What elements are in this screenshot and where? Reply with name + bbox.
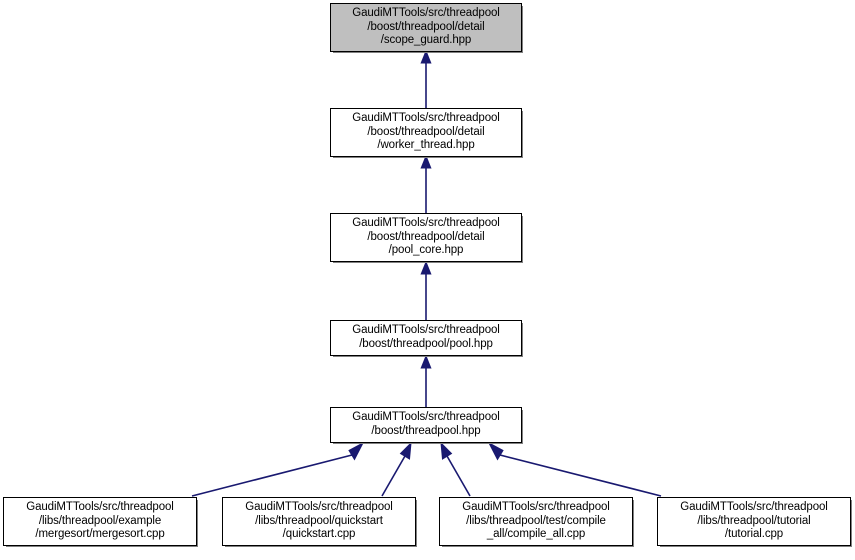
edge-compile-all-to-threadpool xyxy=(440,441,471,497)
edge-pool-core-to-worker-thread xyxy=(420,154,432,213)
edge-mergesort-to-threadpool xyxy=(191,441,365,497)
node-line: GaudiMTTools/src/threadpool xyxy=(352,324,500,337)
graph-node-scope-guard-hpp[interactable]: GaudiMTTools/src/threadpool /boost/threa… xyxy=(330,3,523,53)
node-line: GaudiMTTools/src/threadpool xyxy=(26,501,174,514)
node-line: /quickstart.cpp xyxy=(282,528,356,541)
edge-worker-thread-to-scope-guard xyxy=(420,49,432,108)
node-line: /boost/threadpool/detail xyxy=(367,125,485,138)
node-line: GaudiMTTools/src/threadpool xyxy=(680,501,828,514)
node-line: /worker_thread.hpp xyxy=(377,139,475,152)
node-line: GaudiMTTools/src/threadpool xyxy=(352,7,500,20)
graph-node-compile-all-cpp[interactable]: GaudiMTTools/src/threadpool /libs/thread… xyxy=(439,497,634,547)
node-line: /boost/threadpool/detail xyxy=(367,230,485,243)
node-line: GaudiMTTools/src/threadpool xyxy=(352,411,500,424)
node-line: _all/compile_all.cpp xyxy=(486,528,586,541)
graph-node-worker-thread-hpp[interactable]: GaudiMTTools/src/threadpool /boost/threa… xyxy=(330,108,523,158)
edge-tutorial-to-threadpool xyxy=(487,441,662,497)
node-line: /boost/threadpool/pool.hpp xyxy=(359,338,493,350)
graph-node-threadpool-hpp[interactable]: GaudiMTTools/src/threadpool /boost/threa… xyxy=(330,407,523,444)
node-line: /libs/threadpool/quickstart xyxy=(255,514,383,527)
node-line: /libs/threadpool/test/compile xyxy=(466,514,606,527)
node-line: GaudiMTTools/src/threadpool xyxy=(352,112,500,125)
node-line: /boost/threadpool/detail xyxy=(367,20,485,33)
graph-node-pool-hpp[interactable]: GaudiMTTools/src/threadpool /boost/threa… xyxy=(330,320,523,357)
node-line: GaudiMTTools/src/threadpool xyxy=(462,501,610,514)
graph-node-quickstart-cpp[interactable]: GaudiMTTools/src/threadpool /libs/thread… xyxy=(222,497,417,547)
node-line: GaudiMTTools/src/threadpool xyxy=(352,217,500,230)
node-line: /libs/threadpool/example xyxy=(38,514,162,527)
edge-quickstart-to-threadpool xyxy=(381,441,412,497)
edge-threadpool-to-pool xyxy=(420,354,432,407)
graph-node-tutorial-cpp[interactable]: GaudiMTTools/src/threadpool /libs/thread… xyxy=(657,497,852,547)
graph-node-pool-core-hpp[interactable]: GaudiMTTools/src/threadpool /boost/threa… xyxy=(330,213,523,263)
node-line: /pool_core.hpp xyxy=(388,244,464,257)
node-line: /tutorial.cpp xyxy=(724,528,784,541)
node-line: /scope_guard.hpp xyxy=(380,34,472,47)
graph-node-mergesort-cpp[interactable]: GaudiMTTools/src/threadpool /libs/thread… xyxy=(3,497,198,547)
node-line: /boost/threadpool.hpp xyxy=(371,425,481,437)
node-line: GaudiMTTools/src/threadpool xyxy=(245,501,393,514)
edge-pool-to-pool-core xyxy=(420,260,432,320)
node-line: /mergesort/mergesort.cpp xyxy=(35,528,165,541)
node-line: /libs/threadpool/tutorial xyxy=(697,514,811,527)
